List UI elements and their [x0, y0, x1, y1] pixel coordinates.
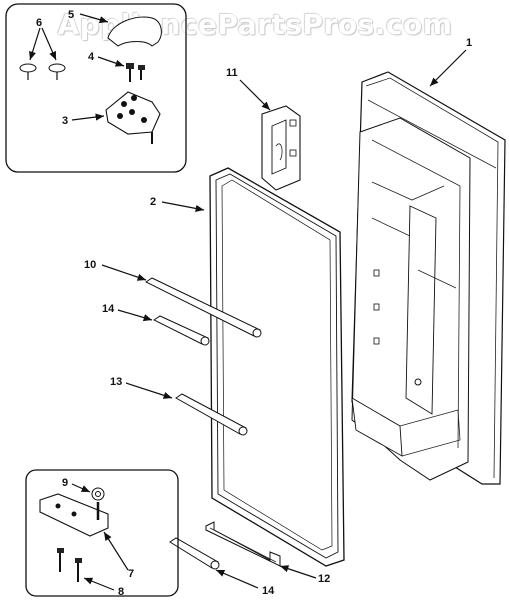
lower-hinge-inset: 9 7 8: [25, 469, 179, 598]
shelf-retainer-short-lower: [169, 537, 220, 570]
callout-14-upper: 14: [102, 303, 115, 315]
callout-3: 3: [62, 115, 68, 127]
hole-plug-left: [19, 63, 37, 80]
door-bracket-part: [261, 105, 301, 191]
door-gasket: [209, 167, 345, 567]
callout-7: 7: [128, 568, 134, 580]
callout-11: 11: [226, 67, 238, 79]
hole-plug-right: [48, 63, 66, 80]
callout-9: 9: [62, 477, 68, 489]
top-hinge-plate: [105, 91, 161, 144]
callout-5: 5: [68, 9, 74, 21]
callout-2: 2: [150, 196, 156, 208]
callout-8: 8: [118, 586, 124, 598]
shelf-retainer-short-upper: [153, 315, 210, 346]
callout-10: 10: [84, 259, 96, 271]
callout-4: 4: [88, 51, 95, 63]
upper-hinge-inset: 5 6 4 3: [5, 3, 187, 173]
door-bottom-bracket: [205, 521, 281, 567]
callout-12: 12: [318, 573, 330, 585]
callout-14-lower: 14: [262, 585, 275, 597]
callout-1: 1: [466, 37, 472, 49]
door-outer-panel: [351, 71, 506, 485]
callout-6: 6: [36, 17, 42, 29]
shelf-retainer-lower: [175, 393, 248, 436]
callout-13: 13: [110, 376, 122, 388]
shelf-retainer-upper: [145, 277, 262, 338]
hinge-screws: [126, 63, 145, 82]
